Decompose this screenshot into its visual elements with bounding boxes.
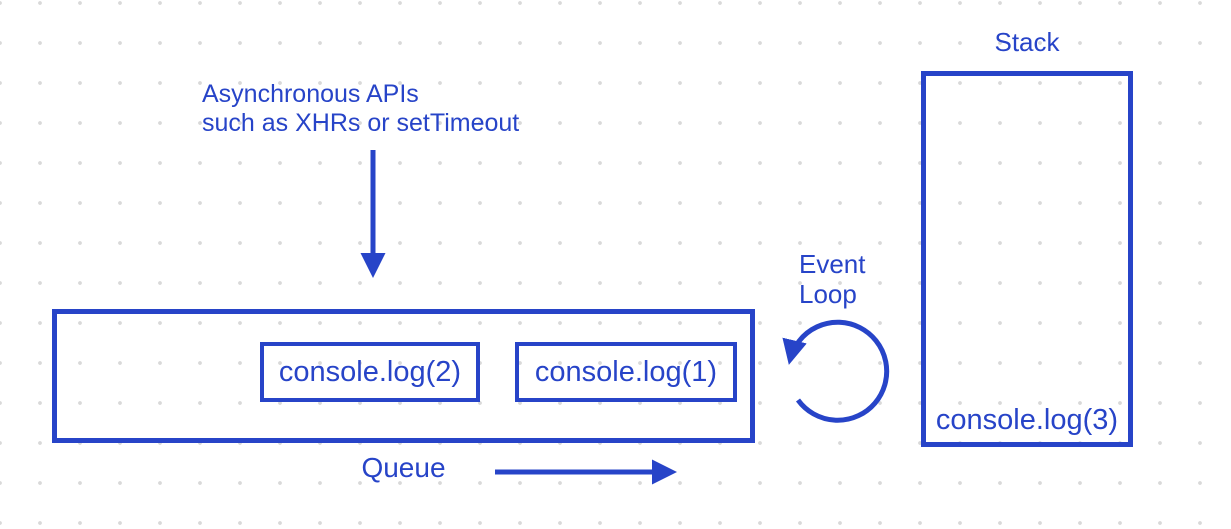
event-loop-cycle-arrow-icon: [782, 319, 890, 423]
queue-container: [52, 309, 755, 443]
queue-item: console.log(2): [260, 342, 480, 402]
stack-item: console.log(3): [935, 403, 1119, 436]
event-loop-title: Event Loop: [799, 249, 866, 309]
queue-title: Queue: [361, 452, 446, 483]
event-loop-line-2: Loop: [799, 279, 857, 309]
stack-container: [921, 71, 1133, 447]
event-loop-line-1: Event: [799, 249, 866, 279]
queue-item: console.log(1): [515, 342, 737, 402]
async-apis-label: Asynchronous APIs such as XHRs or setTim…: [202, 80, 519, 138]
async-apis-line-1: Asynchronous APIs: [202, 80, 419, 108]
async-apis-line-2: such as XHRs or setTimeout: [202, 109, 520, 137]
stack-title: Stack: [994, 27, 1060, 57]
